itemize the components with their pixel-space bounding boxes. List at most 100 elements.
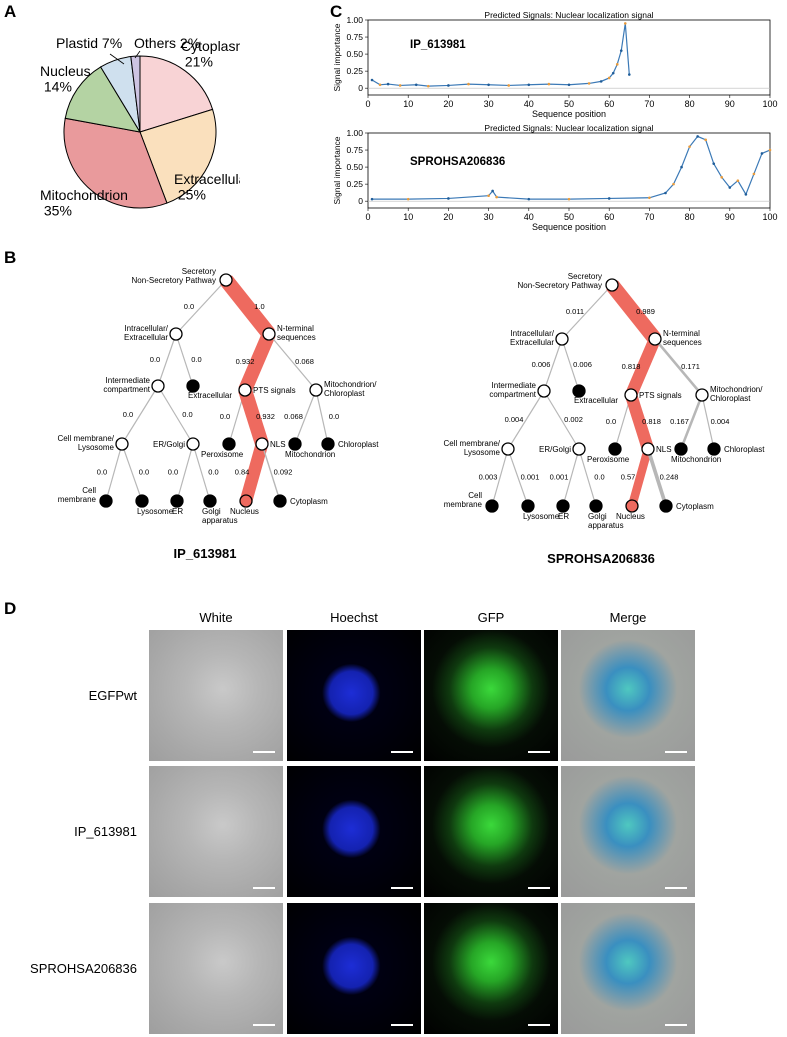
pie-slice-nucleus [64, 66, 142, 133]
tree-node-intra [169, 327, 183, 341]
tree-node-cyto [659, 499, 673, 513]
scale-bar [528, 751, 550, 753]
x-axis-label: Sequence position [532, 222, 606, 232]
tree-node-golgi [203, 494, 217, 508]
tree-edge-label-mc_mito: 0.068 [284, 412, 303, 421]
signal-point [744, 193, 748, 196]
pie-label-nucleus: Nucleus 14% [40, 63, 91, 94]
tree-edge-pts_nls [238, 387, 269, 447]
scale-bar [528, 1024, 550, 1026]
tree-edge-label-inter_er: 0.002 [564, 415, 583, 424]
tree-edge-label-mc_mito: 0.167 [670, 417, 689, 426]
tree-node-ergolgi [572, 442, 586, 456]
tree-edge-label-pts_perox: 0.0 [220, 412, 230, 421]
signal-point [527, 83, 531, 87]
tree-edge-er_er [562, 448, 580, 507]
scale-bar [391, 751, 413, 753]
column-header-white: White [199, 610, 233, 625]
x-tick-label: 50 [564, 212, 574, 222]
scale-bar [391, 887, 413, 889]
tree-edge-label-er_er: 0.0 [168, 468, 178, 477]
y-tick-label: 1.00 [346, 128, 363, 138]
tree-edge-label-intra_inter: 0.0 [150, 355, 160, 364]
tree-edge-label-cml_cellmem: 0.0 [97, 468, 107, 477]
row-label-1: IP_613981 [74, 823, 137, 839]
pie-label-others: Others 2% [134, 35, 200, 51]
x-tick-label: 60 [604, 99, 614, 109]
tree-node-inter [151, 379, 165, 393]
tree-edge-label-pts_perox: 0.0 [606, 417, 616, 426]
tree-edge-root_intra [175, 279, 227, 335]
signal-point [704, 138, 707, 142]
x-tick-label: 80 [685, 212, 695, 222]
tree-edge-label-root_intra: 0.011 [566, 307, 584, 316]
x-tick-label: 100 [762, 212, 777, 222]
column-header-hoechst: Hoechst [330, 610, 378, 625]
tree-node-nls [255, 437, 269, 451]
signal-point [491, 189, 494, 193]
signal-point [680, 165, 683, 169]
tree-node-perox [608, 442, 622, 456]
tree-node-nterm [262, 327, 276, 341]
panel-letter-b: B [4, 248, 17, 267]
micrograph-0-merge [561, 630, 695, 761]
signal-point [664, 191, 667, 195]
micrograph-0-gfp [424, 630, 558, 761]
tree-node-label-nls: NLS [656, 445, 672, 454]
tree-node-label-perox: Peroxisome [201, 450, 244, 459]
y-tick-label: 0.50 [346, 162, 363, 172]
tree-edge-label-nls_cyto: 0.248 [660, 473, 679, 482]
tree-edge-label-inter_cml: 0.0 [123, 410, 133, 419]
micrograph-2-merge [561, 903, 695, 1034]
tree-node-label-nucleus: Nucleus [230, 507, 259, 516]
signal-point [447, 197, 450, 200]
signal-point [386, 82, 390, 86]
tree-edge-inter_er [157, 385, 194, 445]
signal-plot-2: Predicted Signals: Nuclear localization … [332, 123, 778, 232]
scale-bar [391, 1024, 413, 1026]
column-header-merge: Merge [609, 610, 647, 625]
signal-point [527, 197, 531, 201]
x-tick-label: 100 [762, 99, 777, 109]
tree-edge-mc_mito [294, 389, 317, 445]
signal-point [447, 84, 450, 87]
x-tick-label: 0 [365, 212, 370, 222]
signal-point [760, 152, 764, 155]
x-tick-label: 10 [403, 99, 413, 109]
tree-edge-label-cml_cellmem: 0.003 [479, 473, 498, 482]
signal-point [414, 83, 418, 87]
y-tick-label: 0.75 [346, 32, 363, 42]
signal-point [567, 197, 571, 201]
tree-edge-label-mc_chloro: 0.004 [711, 417, 730, 426]
signal-plots: Predicted Signals: Nuclear localization … [332, 10, 778, 232]
tree-node-lyso [135, 494, 149, 508]
tree-node-label-lyso: Lysosome [523, 512, 560, 521]
tree-node-cellmem [485, 499, 499, 513]
signal-plot-title: Predicted Signals: Nuclear localization … [484, 123, 653, 133]
pie-label-extracellular: Extracellular 25% [174, 171, 240, 202]
scale-bar [253, 751, 275, 753]
tree-node-cellmem_lyso [115, 437, 129, 451]
panel-letter-c: C [330, 2, 343, 21]
tree-title-left: IP_613981 [174, 546, 237, 561]
scale-bar [665, 1024, 687, 1026]
tree-edge-label-root_nterm: 1.0 [254, 302, 264, 311]
pie-label-mitochondrion: Mitochondrion 35% [40, 187, 128, 218]
row-label-2: SPROHSA206836 [30, 960, 137, 976]
tree-node-label-chloro: Chloroplast [724, 445, 765, 454]
tree-node-mito [288, 437, 302, 451]
tree-node-nucleus [625, 499, 639, 513]
tree-node-label-pts: PTS signals [639, 391, 682, 400]
tree-node-label-ergolgi: ER/Golgi [539, 445, 571, 454]
tree-edge-er_golgi [192, 443, 211, 502]
tree-node-label-pts: PTS signals [253, 386, 296, 395]
pie-slice-others [130, 55, 141, 133]
x-tick-label: 50 [564, 99, 574, 109]
x-tick-label: 70 [644, 99, 654, 109]
tree-node-label-perox: Peroxisome [587, 455, 630, 464]
tree-edge-label-nls_cyto: 0.092 [274, 468, 293, 477]
tree-edge-intra_extra [175, 333, 194, 387]
micrograph-1-gfp [424, 766, 558, 897]
